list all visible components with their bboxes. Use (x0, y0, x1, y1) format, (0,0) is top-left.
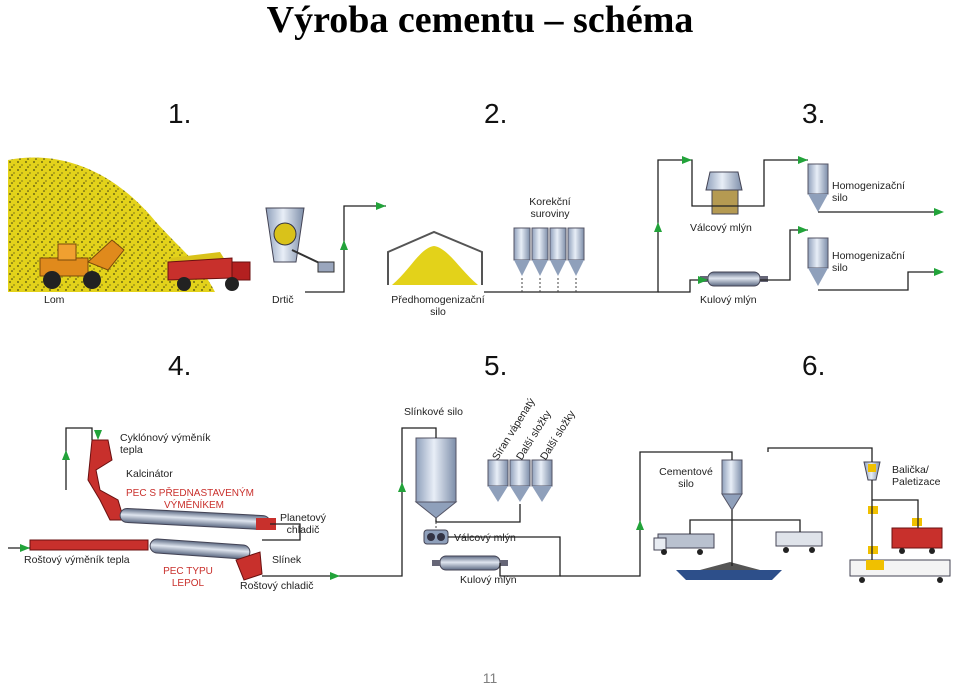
label-prehomog: Předhomogenizační silo (384, 294, 492, 318)
label-roller-mill: Válcový mlýn (454, 532, 516, 544)
label-line: Paletizace (892, 476, 941, 488)
label-clinker: Slínek (272, 554, 302, 566)
label-correction: Korekční suroviny (520, 196, 580, 220)
label-ball-mill: Kulový mlýn (700, 294, 757, 306)
label-ball-mill: Kulový mlýn (460, 574, 517, 586)
label-line: chladič (286, 524, 320, 536)
rotary-kiln-icon (119, 507, 276, 531)
page-title: Výroba cementu – schéma (266, 0, 694, 41)
packer-icon (863, 461, 881, 481)
label-planetary: Planetový chladič (270, 512, 336, 536)
flow-arrows-row2 (20, 430, 644, 580)
label-line: Cyklónový výměník (120, 432, 211, 444)
label-line: Korekční (529, 196, 571, 208)
label-crusher: Drtič (272, 294, 294, 306)
pallet-truck-icon (849, 559, 951, 583)
step-number: 1. (168, 98, 192, 129)
crusher-icon (265, 207, 335, 273)
label-line: PEC S PŘEDNASTAVENÝM (126, 488, 254, 499)
ball-mill-icon (432, 555, 508, 571)
rail-wagon-icon (775, 531, 823, 553)
label-line: VÝMĚNÍKEM (164, 500, 225, 511)
step-number: 5. (484, 350, 508, 381)
label-line: Předhomogenizační (391, 294, 485, 306)
label-line: LEPOL (171, 578, 205, 589)
label-packer: Balička/ Paletizace (892, 464, 940, 488)
label-clinker-silo: Slínkové silo (404, 406, 463, 418)
additive-silos-icon (487, 459, 553, 502)
label-line: Homogenizační (832, 180, 905, 192)
dump-truck-icon (167, 252, 251, 291)
step-number: 4. (168, 350, 192, 381)
label-quarry: Lom (44, 294, 65, 306)
homogenization-silo-icon (807, 237, 829, 286)
label-line: Cementové (659, 466, 713, 478)
label-line: suroviny (530, 208, 570, 220)
ball-mill-icon (700, 271, 768, 287)
boxcar-icon (891, 527, 943, 554)
label-line: silo (678, 478, 694, 490)
label-line: Planetový (279, 512, 327, 524)
bulk-truck-icon (653, 533, 715, 555)
roller-mill-icon (423, 529, 449, 545)
prehomogenization-shed-icon (387, 230, 483, 285)
label-cyclone: Cyklónový výměník tepla (120, 432, 210, 456)
label-homog-silo: Homogenizační silo (832, 250, 905, 274)
clinker-silo-icon (414, 437, 458, 519)
label-homog-silo: Homogenizační silo (832, 180, 905, 204)
label-line: silo (430, 306, 446, 318)
cyclone-preheater-icon (87, 439, 125, 521)
step-number: 2. (484, 98, 508, 129)
label-cement-silo: Cementové silo (654, 466, 718, 490)
label-calciner: Kalcinátor (126, 468, 173, 480)
wheel-loader-icon (39, 239, 125, 289)
label-roller-mill: Válcový mlýn (690, 222, 752, 234)
step-number: 6. (802, 350, 826, 381)
cement-silo-icon (721, 459, 743, 511)
label-kiln-preheater: PEC S PŘEDNASTAVENÝM VÝMĚNÍKEM (126, 488, 254, 512)
label-grate-preheater: Roštový výměník tepla (24, 554, 130, 566)
label-lepol: PEC TYPU LEPOL (160, 566, 216, 590)
label-line: Balička/ (892, 464, 929, 476)
correction-silos-icon (513, 227, 585, 276)
lepol-kiln-icon (29, 538, 263, 581)
page-number: 11 (482, 670, 498, 686)
label-line: silo (832, 262, 848, 274)
step-number: 3. (802, 98, 826, 129)
pallet-icon (868, 506, 922, 554)
ship-icon (676, 562, 782, 580)
label-line: silo (832, 192, 848, 204)
homogenization-silo-icon (807, 163, 829, 212)
label-line: Homogenizační (832, 250, 905, 262)
label-line: PEC TYPU (163, 566, 213, 577)
flow-arrows-row1 (340, 156, 944, 284)
label-line: tepla (120, 444, 143, 456)
label-grate-cooler: Roštový chladič (240, 580, 314, 592)
roller-mill-icon (705, 171, 743, 215)
